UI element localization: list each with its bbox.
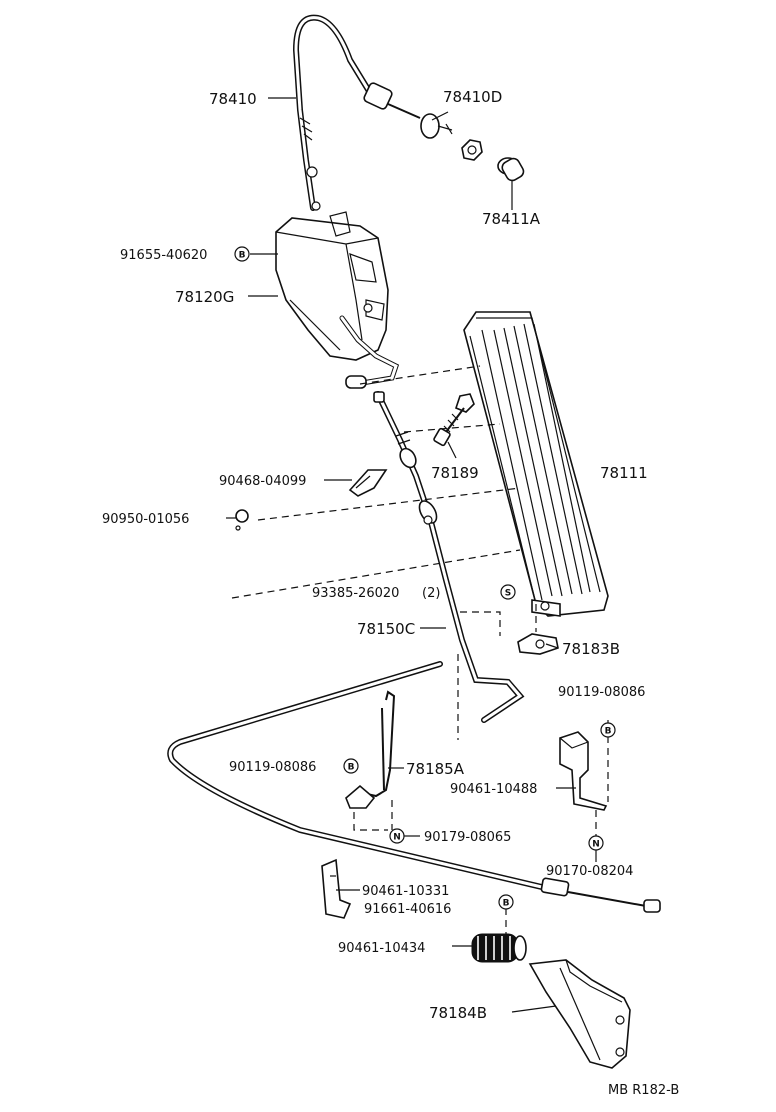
throttle-cable-78410 — [292, 14, 453, 211]
svg-text:B: B — [348, 763, 355, 773]
grommet-78411A — [497, 157, 525, 182]
label-90950-01056: 90950-01056 — [102, 512, 189, 527]
callout-n-90170: N — [588, 835, 604, 851]
spring-90461-10434 — [471, 933, 527, 963]
nut-78410D — [461, 139, 483, 161]
label-78189: 78189 — [431, 464, 479, 482]
label-78111: 78111 — [600, 464, 648, 482]
stopper-bolt-78189 — [433, 393, 475, 447]
bushing-90950-01056 — [235, 509, 249, 531]
label-78183B: 78183B — [562, 640, 620, 658]
label-78185A: 78185A — [406, 760, 465, 778]
svg-text:N: N — [592, 840, 600, 850]
callout-n-90179: N — [389, 828, 405, 844]
accelerator-pedal-78111 — [463, 311, 609, 617]
leader-lines — [226, 97, 609, 1013]
callout-b-91655: B — [234, 246, 250, 262]
svg-text:N: N — [393, 833, 401, 843]
label-90119-08086-right: 90119-08086 — [558, 685, 645, 700]
label-90461-10488: 90461-10488 — [450, 782, 537, 797]
label-90468-04099: 90468-04099 — [219, 474, 306, 489]
label-91655-40620: 91655-40620 — [120, 248, 207, 263]
label-78410D: 78410D — [443, 88, 502, 106]
label-93385-26020: 93385-26020 — [312, 586, 399, 601]
label-90179-08065: 90179-08065 — [424, 830, 511, 845]
label-78150C: 78150C — [357, 620, 415, 638]
footer-code: MB R182-B — [608, 1083, 679, 1098]
clip-90468-04099 — [348, 469, 388, 497]
label-90461-10331: 90461-10331 — [362, 884, 449, 899]
label-91661-40616: 91661-40616 — [364, 902, 451, 917]
bracket-78184B — [528, 959, 631, 1069]
svg-text:S: S — [505, 589, 511, 599]
callout-s-93385: S — [500, 584, 516, 600]
svg-text:B: B — [239, 251, 246, 261]
label-90170-08204: 90170-08204 — [546, 864, 633, 879]
label-78120G: 78120G — [175, 288, 234, 306]
label-78411A: 78411A — [482, 210, 541, 228]
guide-lines — [231, 365, 609, 940]
label-90119-08086-left: 90119-08086 — [229, 760, 316, 775]
cushion-78183B — [517, 633, 559, 655]
pedal-rod-78150C — [373, 391, 525, 723]
callout-b-91661: B — [498, 894, 514, 910]
label-78410: 78410 — [209, 90, 257, 108]
label-93385-qty: (2) — [422, 586, 440, 601]
callout-b-90119-right: B — [600, 722, 616, 738]
part-labels: 78410 78410D 78411A 91655-40620 78120G 7… — [102, 88, 679, 1098]
svg-text:B: B — [605, 727, 612, 737]
svg-text:B: B — [503, 899, 510, 909]
clamp-90461-10331 — [321, 858, 352, 919]
callout-circles: B S B B N N B — [234, 246, 616, 910]
return-spring-78185A — [345, 690, 396, 809]
label-78184B: 78184B — [429, 1004, 487, 1022]
link-assembly-78120G — [275, 211, 400, 389]
lower-long-cable — [167, 661, 661, 913]
clamp-90461-10488 — [559, 731, 608, 811]
callout-b-90119-left: B — [343, 758, 359, 774]
label-90461-10434: 90461-10434 — [338, 941, 425, 956]
